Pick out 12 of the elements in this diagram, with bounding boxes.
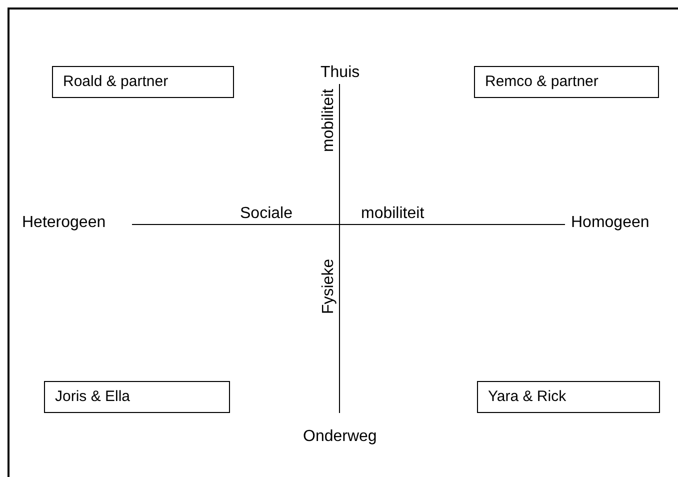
name-box: Remco & partner: [474, 66, 659, 98]
axis-caption: Sociale: [240, 205, 292, 223]
axis-caption: mobiliteit: [361, 205, 424, 223]
axis-label: Onderweg: [303, 428, 377, 446]
name-box: Yara & Rick: [477, 381, 660, 413]
axis-label: Homogeen: [571, 214, 650, 232]
name-box: Roald & partner: [52, 66, 234, 98]
axis-caption: Fysieke: [320, 258, 338, 314]
axis-caption: mobiliteit: [320, 88, 338, 152]
axis-label: Heterogeen: [22, 214, 106, 232]
name-box: Joris & Ella: [44, 381, 230, 413]
axis-label: Thuis: [320, 64, 360, 82]
